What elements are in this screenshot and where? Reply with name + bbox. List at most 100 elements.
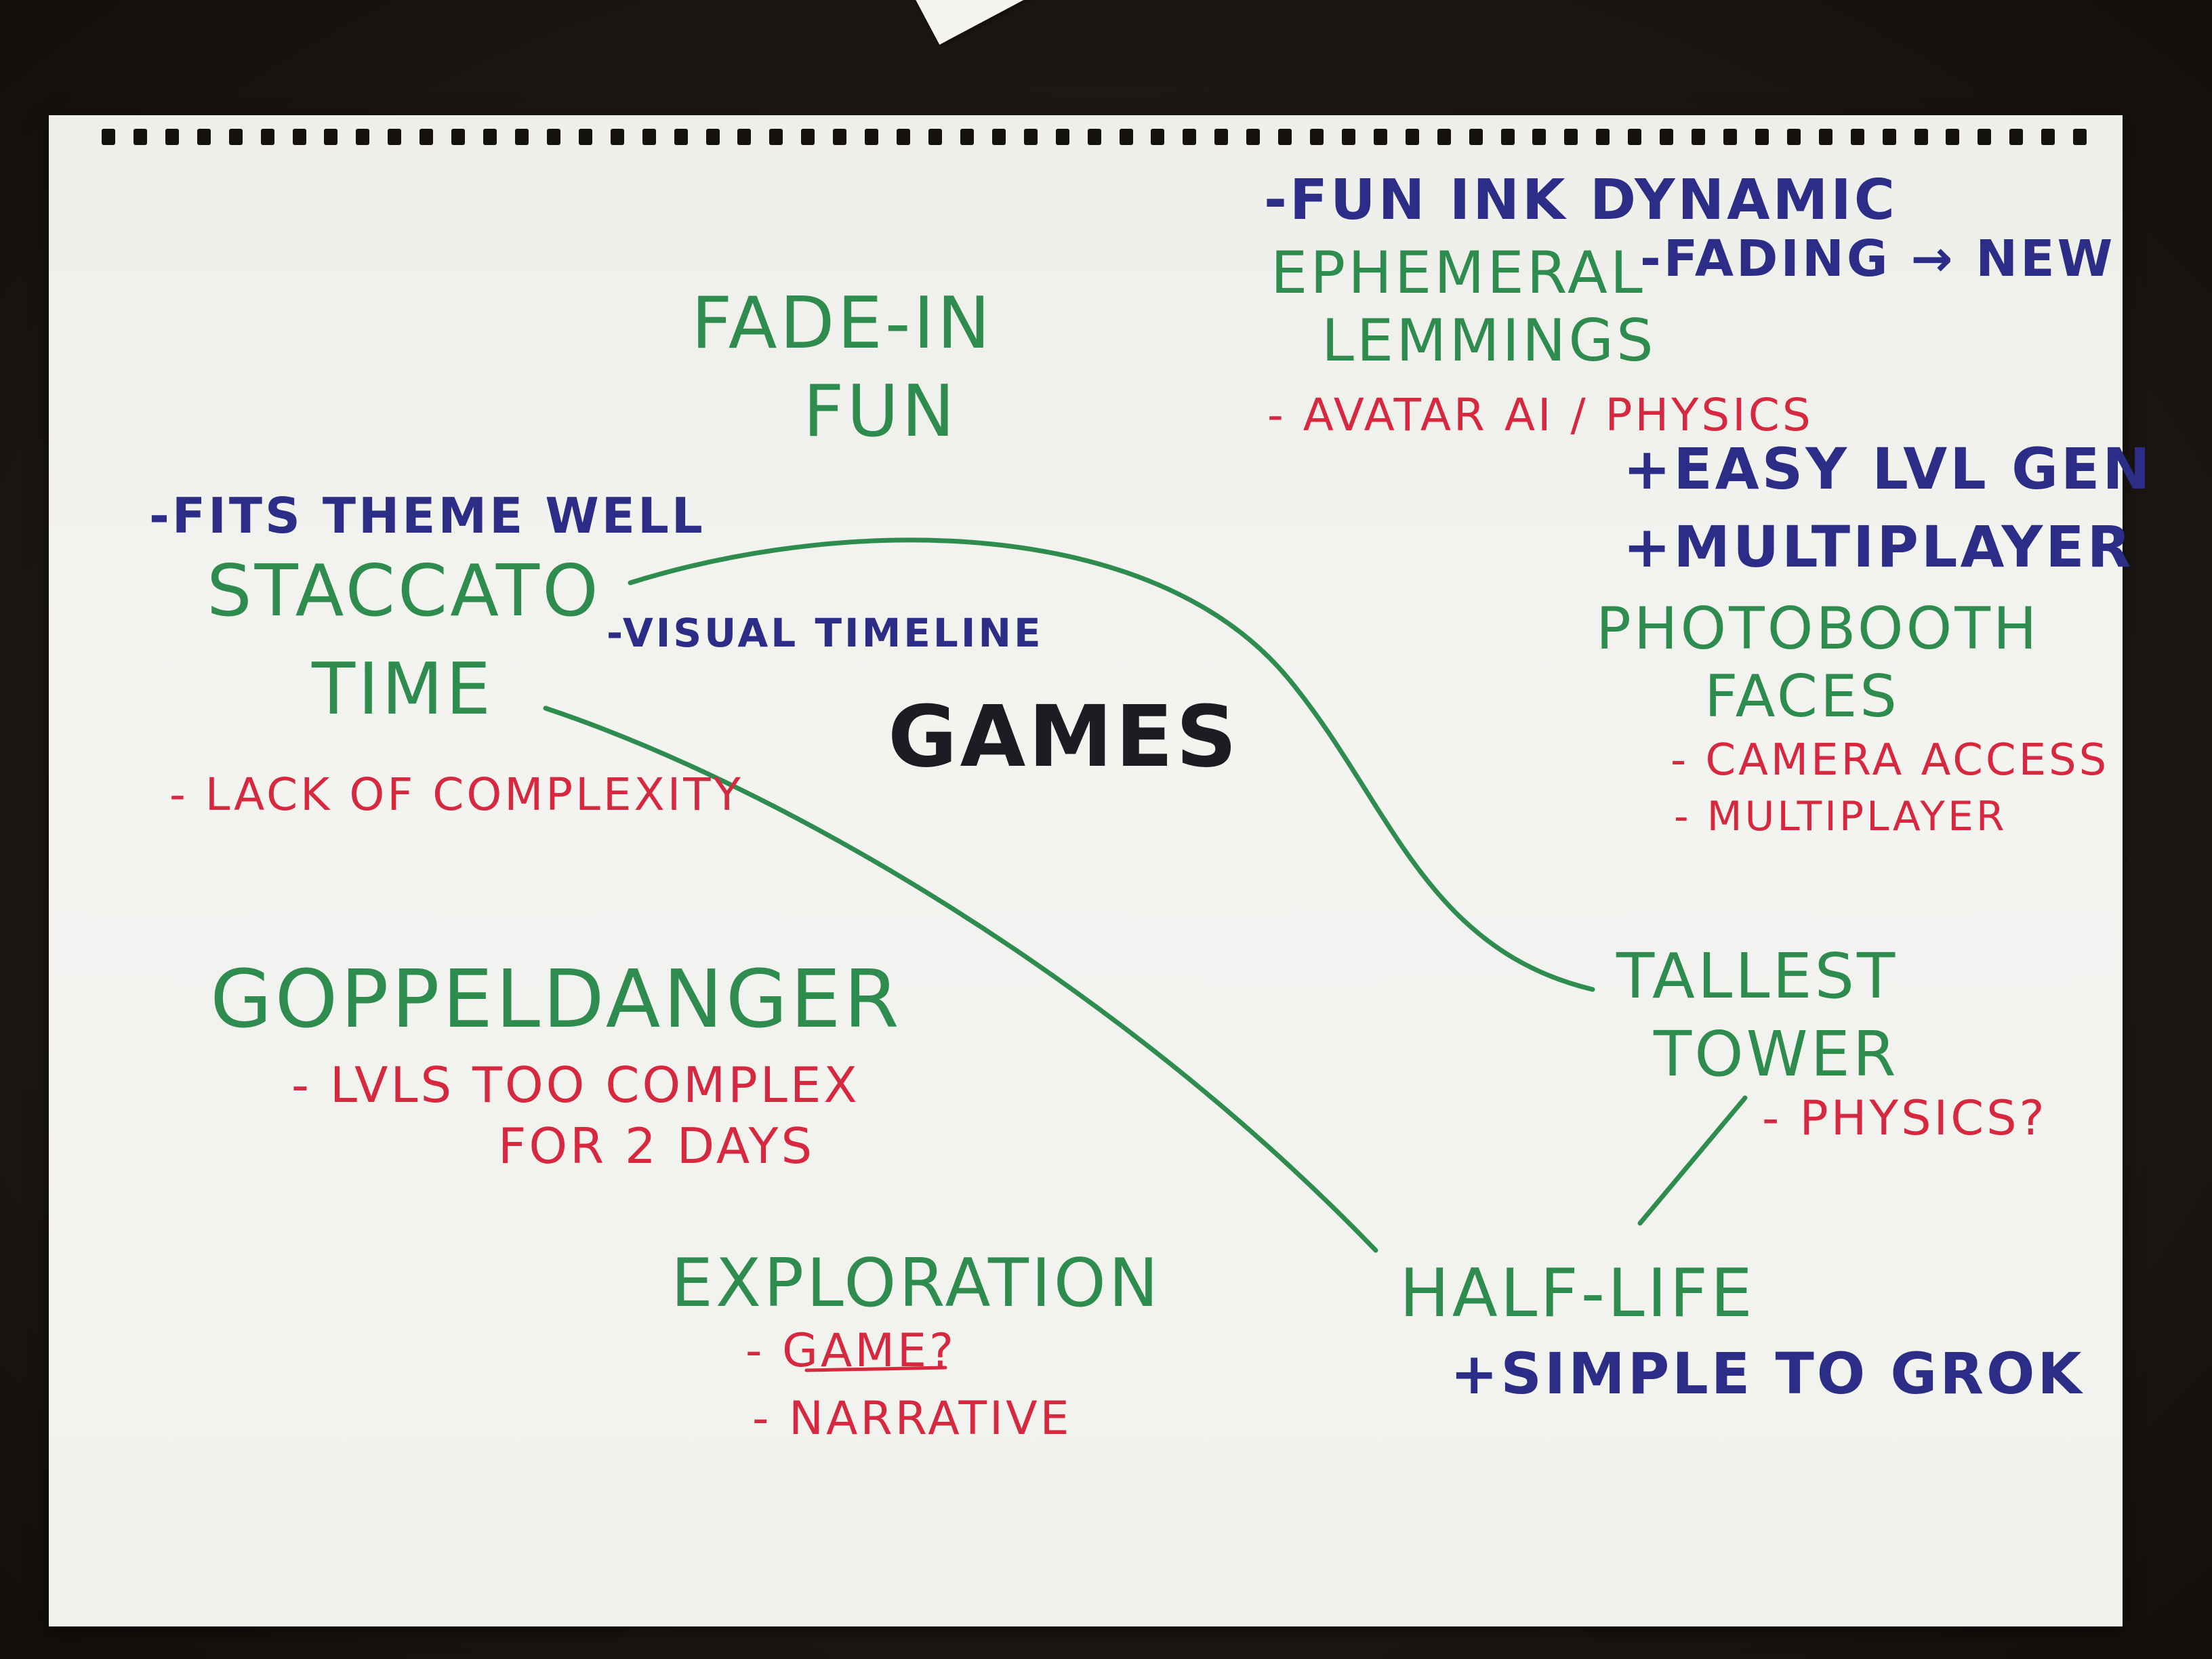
binding-hole xyxy=(1914,129,1928,145)
idea-half-life-title: HALF-LIFE xyxy=(1399,1255,1755,1332)
idea-tallest-title: TALLEST xyxy=(1616,940,1898,1012)
binding-hole xyxy=(1978,129,1992,145)
binding-hole xyxy=(1818,129,1832,145)
photobooth-con-camera: - CAMERA ACCESS xyxy=(1671,735,2110,785)
idea-fade-in-fun-title: FUN xyxy=(803,370,958,453)
binding-hole xyxy=(1692,129,1706,145)
binding-hole xyxy=(737,129,752,145)
binding-hole xyxy=(228,129,243,145)
binding-hole xyxy=(514,129,529,145)
binding-hole xyxy=(1310,129,1324,145)
exploration-con-narrative: - NARRATIVE xyxy=(752,1392,1072,1446)
binding-hole xyxy=(1469,129,1483,145)
photobooth-pro-multiplayer: +MULTIPLAYER xyxy=(1623,514,2134,580)
binding-hole xyxy=(1437,129,1451,145)
binding-hole xyxy=(1755,129,1769,145)
binding-hole xyxy=(1183,129,1197,145)
binding-hole xyxy=(1882,129,1896,145)
photobooth-con-multiplayer: - MULTIPLAYER xyxy=(1674,793,2007,840)
binding-hole xyxy=(1786,129,1801,145)
exploration-con-game: - GAME? xyxy=(745,1324,957,1378)
binding-hole xyxy=(1946,129,1960,145)
binding-hole xyxy=(897,129,911,145)
binding-hole xyxy=(483,129,497,145)
binding-hole xyxy=(960,129,974,145)
binding-hole xyxy=(2073,129,2087,145)
binding-hole xyxy=(1500,129,1515,145)
binding-hole xyxy=(2009,129,2024,145)
binding-hole xyxy=(769,129,783,145)
line-tower-to-half-life xyxy=(1637,1095,1748,1226)
binding-hole xyxy=(578,129,592,145)
photobooth-pro-easy-lvl: +EASY LVL GEN xyxy=(1623,436,2153,502)
binding-hole xyxy=(833,129,847,145)
binding-hole xyxy=(102,129,115,145)
idea-faces-title: FACES xyxy=(1704,663,1900,731)
idea-ephemeral-title: EPHEMERAL xyxy=(1271,239,1645,307)
staccato-note-visual-timeline: -VISUAL TIMELINE xyxy=(607,610,1044,656)
binding-hole xyxy=(1087,129,1101,145)
binding-hole xyxy=(133,129,147,145)
sketchbook-sheet xyxy=(49,115,2123,1626)
binding-hole xyxy=(2041,129,2055,145)
binding-hole xyxy=(324,129,338,145)
binding-hole xyxy=(928,129,942,145)
binding-hole xyxy=(865,129,879,145)
binding-hole xyxy=(1596,129,1610,145)
staccato-pro-fits-theme: -FITS THEME WELL xyxy=(149,487,705,544)
goppeldanger-con-days: FOR 2 DAYS xyxy=(498,1118,815,1174)
binding-hole xyxy=(419,129,434,145)
binding-hole xyxy=(1055,129,1069,145)
idea-photobooth-title: PHOTOBOOTH xyxy=(1596,595,2040,663)
binding-hole xyxy=(1023,129,1038,145)
idea-tower-title: TOWER xyxy=(1654,1018,1899,1090)
binding-hole xyxy=(388,129,402,145)
binding-hole xyxy=(1151,129,1165,145)
center-topic-games: GAMES xyxy=(888,688,1240,786)
lemmings-pro-fading: -FADING → NEW xyxy=(1640,230,2116,288)
binding-hole xyxy=(801,129,815,145)
binding-hole xyxy=(1246,129,1261,145)
binding-hole xyxy=(1532,129,1547,145)
binding-hole xyxy=(292,129,306,145)
tower-con-physics: - PHYSICS? xyxy=(1762,1090,2047,1146)
binding-hole xyxy=(1214,129,1229,145)
binding-hole xyxy=(546,129,560,145)
binding-hole xyxy=(1850,129,1864,145)
line-time-to-half-life xyxy=(543,705,1378,1253)
binding-hole xyxy=(197,129,211,145)
idea-staccato-title: STACCATO xyxy=(207,550,601,632)
idea-fade-in-title: FADE-IN xyxy=(691,282,994,365)
idea-lemmings-title: LEMMINGS xyxy=(1322,307,1656,375)
binding-hole xyxy=(705,129,720,145)
binding-hole xyxy=(1628,129,1642,145)
binding-hole xyxy=(1373,129,1387,145)
binding-hole xyxy=(1660,129,1674,145)
binding-hole xyxy=(642,129,656,145)
idea-exploration-title: EXPLORATION xyxy=(671,1245,1162,1322)
binding-hole xyxy=(1564,129,1578,145)
binding-hole xyxy=(674,129,688,145)
lemmings-pro-fun-ink: -FUN INK DYNAMIC xyxy=(1264,168,1898,232)
staccato-con-complexity: - LACK OF COMPLEXITY xyxy=(169,769,743,821)
half-life-pro-simple: +SIMPLE TO GROK xyxy=(1450,1340,2085,1407)
binding-hole xyxy=(1119,129,1133,145)
goppeldanger-con-levels: - LVLS TOO COMPLEX xyxy=(291,1057,860,1113)
spiral-binding-holes xyxy=(102,129,2087,146)
line-staccato-to-tallest-tower xyxy=(628,537,1595,992)
binding-hole xyxy=(1405,129,1419,145)
binding-hole xyxy=(165,129,179,145)
binding-hole xyxy=(1278,129,1292,145)
binding-hole xyxy=(260,129,274,145)
binding-hole xyxy=(1723,129,1738,145)
idea-time-title: TIME xyxy=(312,648,494,731)
lemmings-con-avatar: - AVATAR AI / PHYSICS xyxy=(1267,389,1814,441)
game-underline xyxy=(804,1366,947,1372)
binding-hole xyxy=(451,129,466,145)
binding-hole xyxy=(610,129,624,145)
idea-goppeldanger-title: GOPPELDANGER xyxy=(210,952,902,1046)
binding-hole xyxy=(356,129,370,145)
binding-hole xyxy=(991,129,1006,145)
